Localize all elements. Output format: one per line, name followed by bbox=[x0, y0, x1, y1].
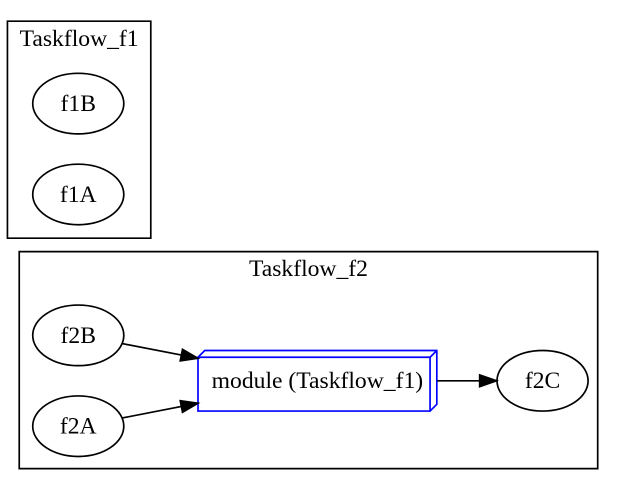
svg-text:f1B: f1B bbox=[60, 91, 95, 117]
svg-text:Taskflow_f1: Taskflow_f1 bbox=[19, 26, 138, 52]
svg-text:f1A: f1A bbox=[60, 182, 97, 208]
svg-text:f2A: f2A bbox=[60, 414, 97, 440]
svg-text:Taskflow_f2: Taskflow_f2 bbox=[249, 256, 368, 282]
svg-text:f2C: f2C bbox=[525, 368, 560, 394]
svg-text:f2B: f2B bbox=[60, 323, 95, 349]
svg-text:module (Taskflow_f1): module (Taskflow_f1) bbox=[211, 368, 422, 394]
